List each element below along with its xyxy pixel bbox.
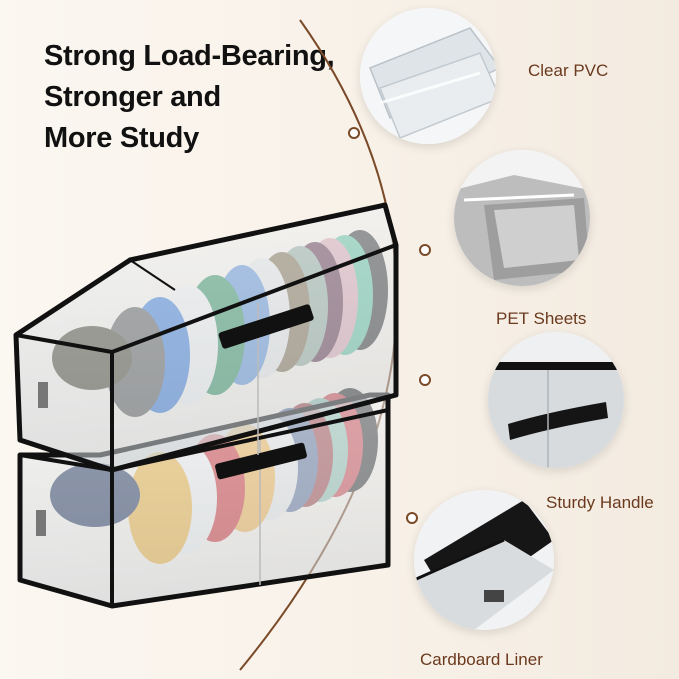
sturdy-handle-photo bbox=[488, 332, 624, 468]
headline-line-3: More Study bbox=[44, 122, 199, 154]
clear-pvc-sheet-photo bbox=[360, 8, 496, 144]
arc-node-1 bbox=[348, 127, 360, 139]
bottom-storage-box bbox=[17, 388, 391, 609]
arc-node-2 bbox=[419, 244, 431, 256]
arc-node-4 bbox=[406, 512, 418, 524]
cardboard-liner-photo bbox=[414, 490, 554, 630]
headline-line-2: Stronger and bbox=[44, 81, 221, 113]
feature-label-sturdy-handle: Sturdy Handle bbox=[546, 493, 654, 512]
pet-sheets-photo bbox=[454, 150, 590, 286]
feature-label-pet-sheets: PET Sheets bbox=[496, 309, 587, 328]
top-storage-box bbox=[13, 202, 399, 473]
headline: Strong Load-Bearing, Stronger and More S… bbox=[44, 36, 364, 159]
arc-node-3 bbox=[419, 374, 431, 386]
headline-line-1: Strong Load-Bearing, bbox=[44, 40, 335, 72]
feature-label-cardboard-liner: Cardboard Liner bbox=[420, 650, 543, 669]
feature-label-clear-pvc: Clear PVC bbox=[528, 61, 609, 80]
